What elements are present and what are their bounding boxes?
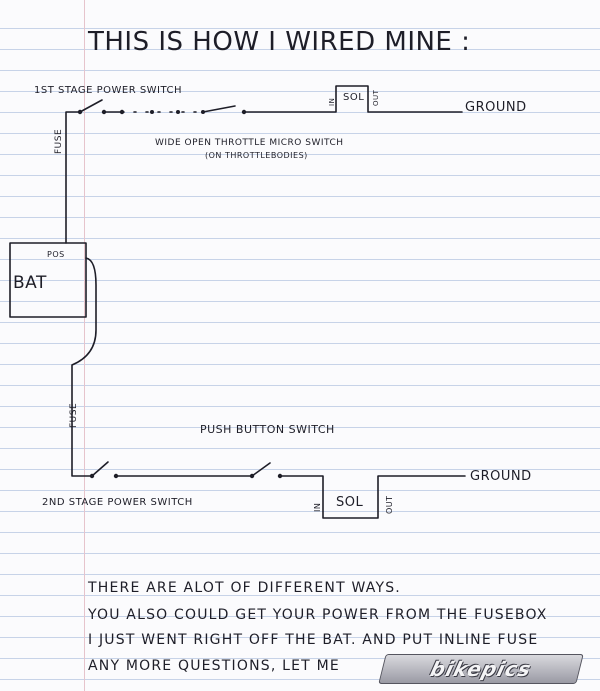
top-sol-in-label: IN <box>328 98 336 106</box>
top-fuse-wire <box>65 111 79 244</box>
note-line-3: I JUST WENT RIGHT OFF THE BAT. AND PUT I… <box>88 632 539 648</box>
second-stage-switch-lever <box>91 461 109 477</box>
diagram-title: THIS IS HOW I WIRED MINE : <box>87 27 470 57</box>
bottom-sol-label: SOL <box>336 495 363 510</box>
bottom-fuse-wire <box>71 257 97 477</box>
bikepics-watermark-logo: bikepics <box>378 654 584 684</box>
second-stage-switch-label: 2ND STAGE POWER SWITCH <box>42 497 193 508</box>
top-wire-dot <box>150 110 154 114</box>
margin-line <box>84 0 85 691</box>
watermark-text: bikepics <box>427 657 535 681</box>
top-wire-dot <box>176 110 180 114</box>
top-sol-out-label: OUT <box>372 89 380 106</box>
first-stage-switch-lever <box>79 99 103 113</box>
note-line-4: ANY MORE QUESTIONS, LET ME <box>88 658 340 674</box>
note-line-1: THERE ARE ALOT OF DIFFERENT WAYS. <box>88 580 401 596</box>
bottom-fuse-label: FUSE <box>69 403 79 428</box>
battery-pos-label: POS <box>47 250 65 259</box>
bottom-sol-out-label: OUT <box>385 495 394 514</box>
note-line-2: YOU ALSO COULD GET YOUR POWER FROM THE F… <box>88 607 548 623</box>
bottom-ground-label: GROUND <box>470 469 532 484</box>
top-ground-label: GROUND <box>465 100 527 115</box>
top-wire-to-ground <box>243 85 463 113</box>
bottom-wire-to-ground <box>279 475 466 519</box>
wot-switch-label: WIDE OPEN THROTTLE MICRO SWITCH <box>155 138 344 148</box>
battery-box <box>9 242 87 318</box>
top-sol-label: SOL <box>343 92 364 103</box>
battery-label: BAT <box>13 273 47 293</box>
wot-switch-sublabel: (ON THROTTLEBODIES) <box>205 151 308 160</box>
bottom-sol-in-label: IN <box>313 503 322 512</box>
top-fuse-label: FUSE <box>54 129 64 154</box>
first-stage-switch-label: 1ST STAGE POWER SWITCH <box>34 85 182 96</box>
push-button-label: PUSH BUTTON SWITCH <box>200 423 335 436</box>
wot-switch-lever <box>202 105 236 113</box>
push-button-lever <box>251 462 271 477</box>
